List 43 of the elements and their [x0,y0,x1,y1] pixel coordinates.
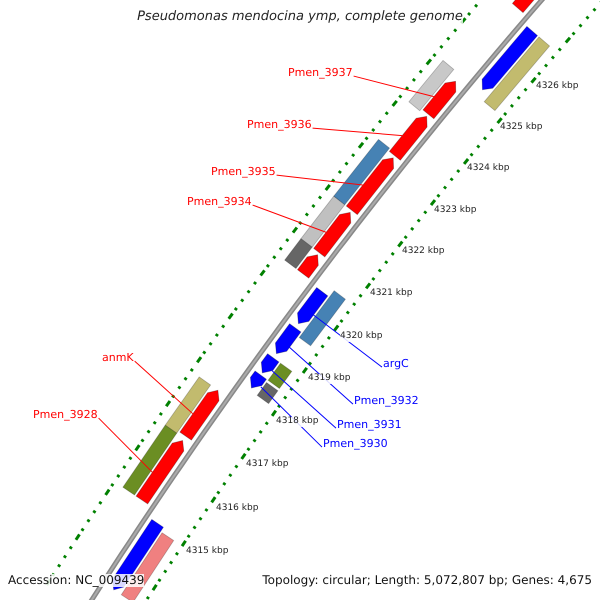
leader-line [313,314,382,368]
scale-label: 4315 kbp [186,547,228,557]
leader-line [98,418,153,473]
scale-label: 4317 kbp [246,460,288,470]
gene-label: argC [383,358,409,370]
gene-feature [136,440,184,504]
footer-text: Accession: NC_009439 [8,574,144,588]
gene-label: Pmen_3928 [33,409,98,422]
gene-feature [388,116,428,161]
leader-line [134,360,194,414]
gene-label: anmK [102,352,134,364]
scale-label: 4320 kbp [340,332,382,342]
gene-feature [296,254,319,279]
scale-label: 4325 kbp [500,123,542,133]
gene-label: Pmen_3935 [211,166,276,178]
leader-line [353,76,434,98]
scale-label: 4321 kbp [370,289,412,299]
scale-label: 4326 kbp [536,82,578,92]
gene-label: Pmen_3932 [354,395,419,408]
leader-line [312,128,403,136]
gene-feature [313,212,352,258]
gene-feature [260,353,280,374]
scale-label: 4316 kbp [216,504,258,514]
scale-label: 4323 kbp [434,206,476,216]
gene-label: Pmen_3937 [288,67,353,80]
title: Pseudomonas mendocina ymp, complete genome [137,9,463,24]
gene-feature [179,390,220,441]
footer-text: Topology: circular; Length: 5,072,807 bp; Genes: 4,675 [262,574,592,588]
leader-line [272,370,336,429]
gene-label: Pmen_3930 [323,438,388,450]
scale-label: 4322 kbp [402,247,444,257]
gene-label: Pmen_3936 [247,119,312,132]
leader-line [252,204,326,233]
gene-feature [422,80,456,120]
scale-label: 4324 kbp [467,164,510,174]
leader-line [276,174,364,186]
gene-label: Pmen_3931 [337,419,402,432]
gene-feature [274,323,302,354]
scale-label: 4318 kbp [276,417,318,427]
gene-feature [297,286,328,324]
gene-label: Pmen_3934 [187,196,252,208]
scale-label: 4319 kbp [308,374,350,384]
gene-feature [346,157,394,216]
